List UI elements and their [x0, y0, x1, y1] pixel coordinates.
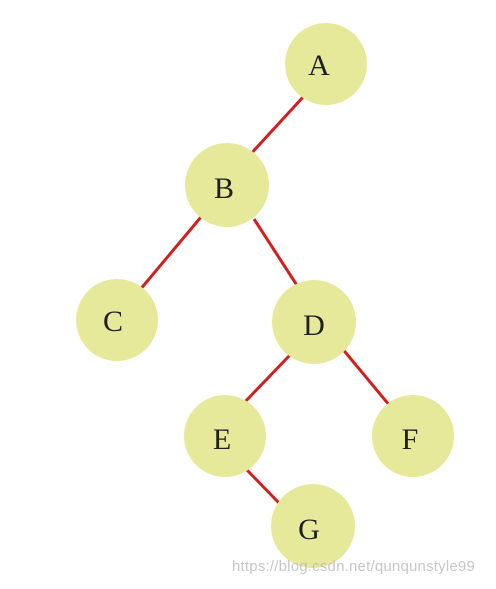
node-f-label: F	[402, 423, 419, 456]
node-e-label: E	[213, 423, 231, 456]
edge-b-c	[137, 216, 203, 292]
node-a-circle	[285, 23, 367, 105]
node-b-label: B	[214, 172, 234, 205]
node-f-circle	[372, 395, 454, 477]
node-g-label: G	[298, 513, 320, 546]
nodes: A B C D E F G	[76, 23, 454, 568]
node-b-circle	[185, 143, 269, 227]
node-g-circle	[271, 484, 355, 568]
edge-e-g	[244, 467, 283, 507]
node-a-label: A	[308, 49, 330, 82]
node-c-circle	[76, 279, 158, 361]
edge-d-f	[339, 346, 392, 407]
node-f: F	[372, 395, 454, 477]
node-g: G	[271, 484, 355, 568]
node-a: A	[285, 23, 367, 105]
node-b: B	[185, 143, 269, 227]
node-c-label: C	[103, 305, 123, 338]
node-d-label: D	[303, 309, 325, 342]
edge-d-e	[239, 353, 292, 408]
node-d: D	[272, 280, 356, 364]
node-c: C	[76, 279, 158, 361]
edge-b-d	[252, 218, 302, 291]
node-e: E	[184, 395, 266, 477]
edge-a-b	[246, 94, 306, 159]
node-d-circle	[272, 280, 356, 364]
watermark-url: https://blog.csdn.net/qunqunstyle99	[232, 558, 476, 575]
edges	[137, 94, 392, 507]
node-e-circle	[184, 395, 266, 477]
